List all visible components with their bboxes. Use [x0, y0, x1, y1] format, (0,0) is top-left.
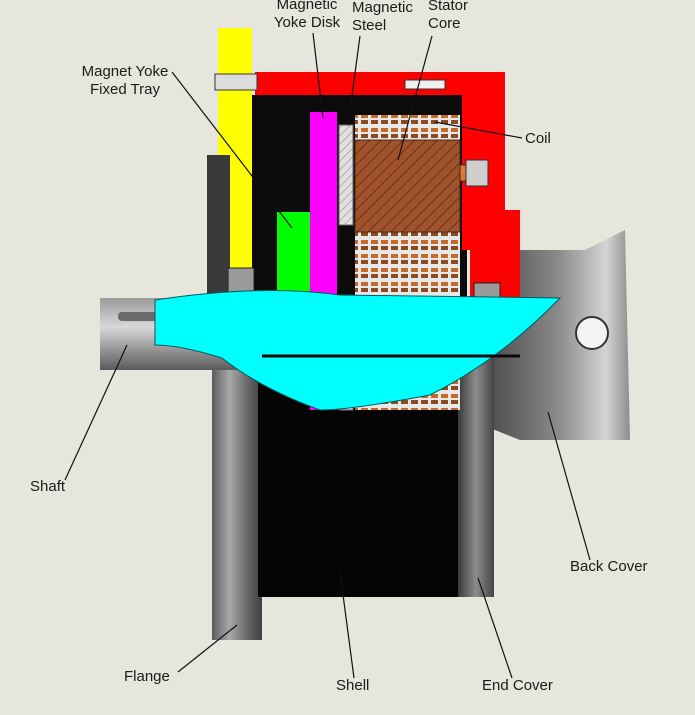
shaft-section — [154, 290, 562, 411]
label-end-cover: End Cover — [482, 677, 553, 694]
housing-bolt — [404, 79, 446, 90]
magnetic-steel — [338, 124, 354, 226]
leader-coil — [434, 121, 523, 139]
label-magnetic-yoke-disk: Magnetic Yoke Disk — [273, 0, 341, 31]
label-magnetic-steel: Magnetic Steel — [352, 0, 413, 34]
label-stator-core: Stator Core — [428, 0, 469, 32]
label-shaft: Shaft — [30, 478, 66, 495]
label-coil: Coil — [525, 130, 551, 147]
label-magnet-yoke-fixed-tray: Magnet Yoke Fixed Tray — [81, 63, 169, 98]
leader-stator-core — [397, 35, 433, 161]
leader-magnetic-yoke-disk — [312, 32, 324, 119]
leader-shaft — [64, 344, 128, 481]
tray-bolt — [214, 73, 258, 91]
leader-magnet-yoke-fixed-tray — [171, 71, 293, 229]
coil-middle — [355, 232, 460, 304]
label-flange: Flange — [124, 668, 170, 685]
end-cover — [458, 345, 494, 597]
leader-end-cover — [477, 577, 513, 679]
magnet-yoke-fixed-tray — [218, 28, 252, 295]
label-shell: Shell — [336, 677, 370, 694]
back-cover-hole — [575, 316, 609, 350]
stator-core — [354, 139, 461, 233]
flange — [212, 348, 262, 640]
leader-flange — [177, 624, 238, 673]
leader-shell — [339, 571, 355, 679]
label-back-cover: Back Cover — [570, 558, 648, 575]
housing-screw-head — [465, 159, 489, 187]
leader-back-cover — [547, 411, 591, 561]
leader-lines — [64, 32, 591, 679]
leader-magnetic-steel — [347, 35, 361, 126]
